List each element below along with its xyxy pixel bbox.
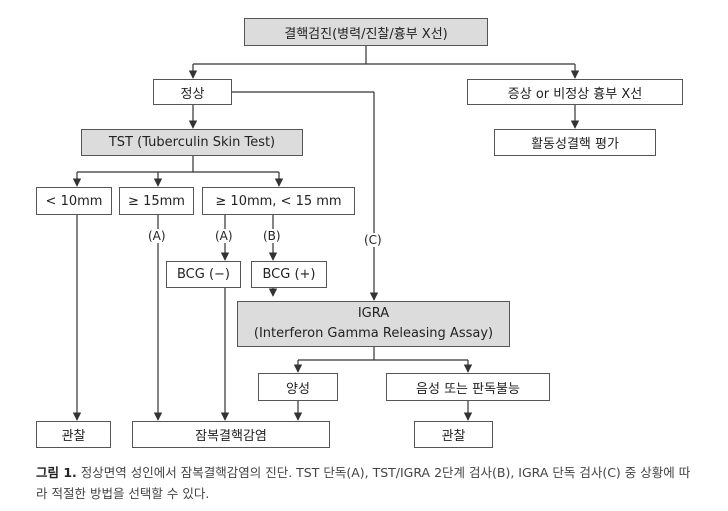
mid-range-box: ≥ 10mm, < 15 mm	[202, 187, 355, 215]
bcg-positive-box: BCG (+)	[251, 261, 327, 288]
caption-text: 정상면역 성인에서 잠복결핵감염의 진단. TST 단독(A), TST/IGR…	[36, 465, 691, 501]
abnormal-box: 증상 or 비정상 흉부 X선	[467, 79, 683, 105]
igra-title: IGRA	[357, 306, 390, 321]
positive-box: 양성	[258, 373, 338, 401]
observe-left-box: 관찰	[36, 421, 111, 448]
negative-indeterminate-box: 음성 또는 판독불능	[386, 373, 550, 401]
path-label-b: (B)	[262, 229, 282, 243]
bcg-negative-box: BCG (−)	[166, 261, 241, 288]
path-label-a2: (A)	[214, 229, 234, 243]
igra-box: IGRA (Interferon Gamma Releasing Assay)	[237, 301, 510, 347]
figure-caption: 그림 1. 정상면역 성인에서 잠복결핵감염의 진단. TST 단독(A), T…	[36, 462, 696, 504]
screening-box: 결핵검진(병력/진찰/흉부 X선)	[244, 18, 488, 46]
latent-tb-box: 잠복결핵감염	[132, 421, 330, 448]
path-label-a1: (A)	[147, 229, 167, 243]
path-label-c: (C)	[363, 233, 383, 247]
observe-right-box: 관찰	[414, 421, 493, 448]
lt10mm-box: < 10mm	[36, 187, 112, 215]
tst-box: TST (Tuberculin Skin Test)	[81, 129, 303, 156]
normal-box: 정상	[153, 79, 232, 105]
active-tb-eval-box: 활동성결핵 평가	[494, 129, 656, 156]
ge15mm-box: ≥ 15mm	[119, 187, 194, 215]
caption-label: 그림 1.	[36, 465, 77, 480]
igra-subtitle: (Interferon Gamma Releasing Assay)	[253, 326, 494, 341]
